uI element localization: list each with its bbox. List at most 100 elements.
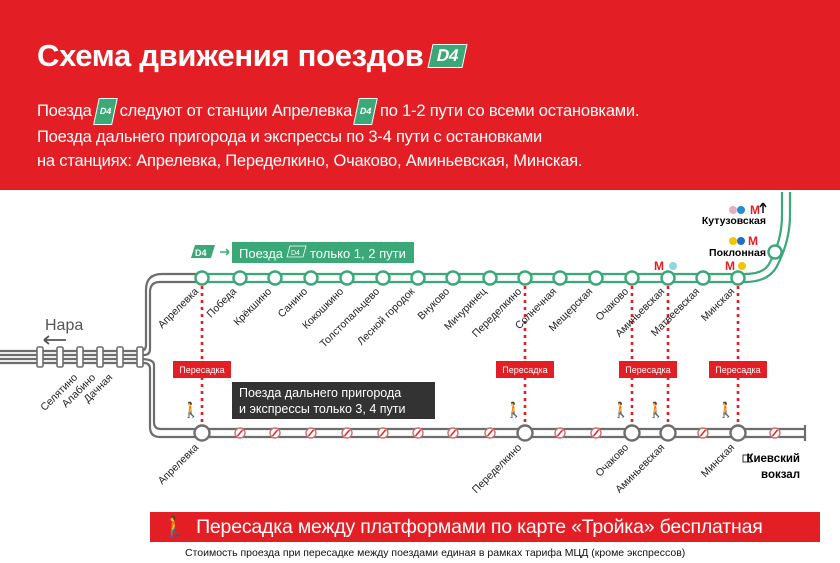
platform-marker [36, 346, 44, 368]
skipped-slash [307, 429, 315, 437]
info-line1c: по 1-2 пути со всеми остановками. [379, 102, 640, 120]
station-circle[interactable] [588, 270, 604, 286]
upper-legend-text-a: Поезда [239, 246, 284, 261]
station-circle[interactable] [445, 270, 461, 286]
terminal-label-2[interactable]: вокзал [761, 469, 800, 481]
skipped-slash [486, 429, 494, 437]
arrow-up-icon [759, 202, 767, 213]
lower-legend-box [232, 382, 435, 419]
fare-note: Стоимость проезда при пересадке между по… [185, 547, 686, 559]
upper-legend-box [232, 242, 414, 263]
skipped-slash [236, 429, 244, 437]
station-circle[interactable] [193, 424, 211, 442]
rail-terminal-icon [742, 454, 752, 463]
station-circle[interactable] [267, 270, 283, 286]
station-circle[interactable] [624, 270, 640, 286]
d4-badge [191, 245, 215, 258]
station-label[interactable]: Переделкино [470, 442, 524, 496]
arrow-right-icon [220, 248, 230, 256]
platform-marker [136, 346, 144, 368]
station-label[interactable]: Минская [699, 442, 737, 480]
line-3-icon [737, 206, 745, 214]
station-label-kutuzovskaya[interactable]: Кутузовская [702, 215, 766, 227]
info-line3: на станциях: Апрелевка, Переделкино, Оча… [37, 152, 583, 170]
transfer-label: Пересадка [502, 365, 547, 375]
station-circle[interactable] [232, 270, 248, 286]
banner-text: Пересадка между платформами по карте «Тр… [196, 516, 763, 538]
skipped-slash [271, 429, 279, 437]
station-circle[interactable] [660, 270, 676, 286]
free-transfer-banner: 🚶 Пересадка между платформами по карте «Т… [150, 512, 820, 542]
skipped-slash [343, 429, 351, 437]
station-circle[interactable] [516, 424, 534, 442]
station-label[interactable]: Апрелевка [156, 286, 202, 332]
station-circle[interactable] [339, 270, 355, 286]
green-tracks [202, 192, 792, 284]
station-circle[interactable] [729, 424, 747, 442]
walking-person-icon: 🚶 [647, 401, 666, 419]
line-8-icon [738, 262, 746, 270]
platform-marker [96, 346, 104, 368]
station-circle[interactable] [623, 424, 641, 442]
transfer-box [619, 361, 677, 378]
title-text: Схема движения поездов [37, 38, 424, 73]
station-circle[interactable] [375, 270, 391, 286]
transfer-label: Пересадка [179, 365, 224, 375]
branch-platforms [36, 346, 144, 368]
transfer-label: Пересадка [625, 365, 670, 375]
station-label[interactable]: Санино [276, 286, 311, 321]
station-circle[interactable] [482, 270, 498, 286]
info-line1b: следуют от станции Апрелевка [119, 102, 353, 120]
station-label[interactable]: Минская [699, 286, 737, 324]
skipped-slash [771, 429, 779, 437]
skipped-slash [414, 429, 422, 437]
transfer-box [709, 361, 767, 378]
upper-legend-text-b: только 1, 2 пути [310, 246, 406, 261]
platform-marker [116, 346, 124, 368]
station-circle[interactable] [410, 270, 426, 286]
skipped-slash [699, 429, 707, 437]
station-label[interactable]: Крёкшино [231, 286, 274, 329]
station-label[interactable]: Внуково [415, 286, 452, 323]
platform-marker [56, 346, 64, 368]
transfer-label: Пересадка [715, 365, 760, 375]
transfer-box [173, 361, 231, 378]
metro-icon: М [725, 259, 735, 273]
skipped-slash [449, 429, 457, 437]
station-label[interactable]: Апрелевка [156, 442, 202, 488]
walking-person-icon: 🚶 [505, 401, 524, 419]
walking-person-icon: 🚶 [717, 401, 736, 419]
station-circle[interactable] [659, 424, 677, 442]
transfer-box [496, 361, 554, 378]
station-circle[interactable] [517, 270, 533, 286]
station-circle-poklonnaya[interactable] [767, 244, 783, 260]
terminal-label-1[interactable]: Киевский [746, 453, 800, 465]
walking-person-icon: 🚶 [182, 401, 201, 419]
station-circle[interactable] [194, 270, 210, 286]
lower-legend-line2: и экспрессы только 3, 4 пути [239, 402, 405, 416]
station-circle[interactable] [695, 270, 711, 286]
platform-marker [76, 346, 84, 368]
station-label[interactable]: Победа [205, 286, 240, 321]
skipped-slash [556, 429, 564, 437]
station-circle[interactable] [552, 270, 568, 286]
station-circle[interactable] [730, 270, 746, 286]
lower-legend-line1: Поезда дальнего пригорода [239, 386, 401, 400]
skipped-slash [592, 429, 600, 437]
station-label-poklonnaya[interactable]: Поклонная [709, 247, 766, 259]
info-line2: Поезда дальнего пригорода и экспрессы по… [37, 127, 543, 146]
line-14-icon [729, 206, 737, 214]
metro-icon: М [748, 234, 758, 248]
direction-label: Нара [45, 317, 83, 334]
metro-icon: М [654, 259, 664, 273]
info-text: Поезда D4 следуют от станции Апрелевка D… [37, 98, 640, 174]
walking-person-icon: 🚶 [162, 516, 187, 538]
metro-icon: М [750, 203, 760, 217]
station-circle[interactable] [303, 270, 319, 286]
arrow-left-icon [43, 335, 66, 345]
line-8-icon [729, 237, 737, 245]
